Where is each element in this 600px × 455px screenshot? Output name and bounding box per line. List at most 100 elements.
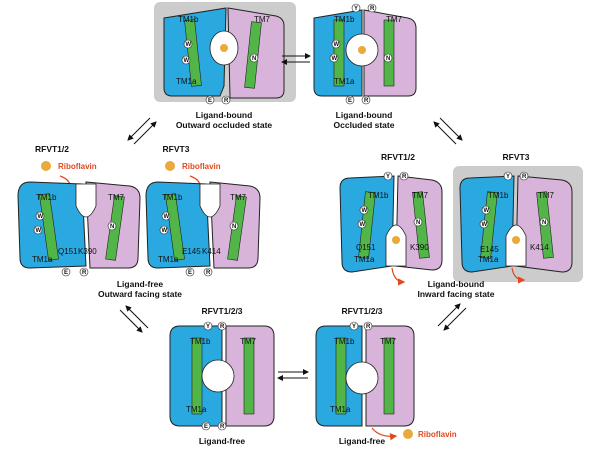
panel-title: RFVT3 [163,144,190,154]
label-tm1b: TM1b [190,337,211,346]
panel-title: RFVT1/2 [35,144,69,154]
residue-e [185,267,195,277]
residue-w [479,219,489,229]
equilibrium-arrow-top-left [127,117,157,145]
residue-r [399,171,409,181]
residue-r-label: R [402,174,407,180]
residue-e [61,267,71,277]
helix-tm1 [184,19,202,87]
residue-y [349,321,359,331]
residue-w [481,205,491,215]
panel-title: RFVT1/2/3 [341,306,382,316]
group-caption-left-line1: Ligand-free [117,279,164,289]
residue-y-label: Y [506,174,510,180]
panel-caption-line1: Ligand-free [339,436,386,446]
helix-tm1 [333,19,345,87]
residue-r [217,321,227,331]
residue-label-k414: K414 [530,243,549,252]
empty-cavity [201,359,235,393]
label-tm1b: TM1b [178,15,199,24]
ligand-release-arrow [371,427,398,441]
panel-rfvt3-outward-facing: RFVT3 Riboflavin TM1b TM7 TM1a W W N E14… [145,144,261,277]
residue-w-label: W [36,228,42,234]
residue-r-label: R [224,98,229,104]
panel-title: RFVT3 [503,152,530,162]
residue-r-label: R [220,324,225,330]
residue-w-label: W [184,58,190,64]
equilibrium-arrow-bottom [277,369,309,381]
label-tm7: TM7 [412,191,429,200]
residue-r [203,267,213,277]
panel-ligand-free-left: RFVT1/2/3 Y R TM1b TM7 TM1a E R Ligand-f… [169,306,275,446]
helix-tm1 [335,337,347,415]
helix-tm7 [383,337,395,415]
residue-e-label: E [208,98,212,104]
group-caption-right-line1: Ligand-bound [428,279,485,289]
label-tm1b: TM1b [162,193,183,202]
helix-tm7 [383,19,395,87]
residue-r [519,171,529,181]
residue-y [203,321,213,331]
helix-tm1 [191,337,203,415]
label-tm7: TM7 [254,15,271,24]
residue-r [367,3,377,13]
residue-w [359,205,369,215]
residue-r-label: R [220,424,225,430]
label-tm7: TM7 [230,193,247,202]
residue-n [413,217,423,227]
residue-r-label: R [364,98,369,104]
residue-r [363,321,373,331]
equilibrium-arrow-top-right [433,117,463,145]
label-tm1a: TM1a [330,405,351,414]
panel-caption-line1: Ligand-bound [336,110,393,120]
label-tm1a: TM1a [334,77,355,86]
residue-e [205,95,215,105]
residue-n [539,217,549,227]
panel-title: RFVT1/2/3 [201,306,242,316]
panel-ligand-free-right: RFVT1/2/3 Y R TM1b TM7 TM1a Riboflavin L… [315,306,457,446]
label-tm1b: TM1b [368,191,389,200]
residue-w-label: W [332,56,338,62]
empty-cavity [345,361,379,395]
label-tm1b: TM1b [36,193,57,202]
helix-tm1 [165,193,185,261]
group-caption-right-line2: Inward facing state [418,289,495,299]
residue-r [221,95,231,105]
label-tm7: TM7 [386,15,403,24]
residue-label-q151: Q151 [58,247,78,256]
label-tm1a: TM1a [186,405,207,414]
residue-w-label: W [186,42,192,48]
residue-n-label: N [386,56,390,62]
residue-r [361,95,371,105]
residue-w-label: W [484,208,490,214]
panel-rfvt12-outward-facing: RFVT1/2 Riboflavin TM1b TM7 TM1a W W N Q… [17,144,141,277]
residue-label-e145: E145 [182,247,201,256]
label-tm1b: TM1b [334,15,355,24]
equilibrium-arrow-bottom-right [437,303,467,331]
residue-y-label: Y [354,6,358,12]
outward-open-cavity [199,183,221,218]
residue-e-label: E [188,270,192,276]
riboflavin-label: Riboflavin [58,162,97,171]
residue-n-label: N [416,220,420,226]
panel-occluded: TM1b TM7 TM1a W W N Y R E R Ligand-bound… [313,3,417,130]
riboflavin-molecule [358,46,366,54]
inward-open-cavity [505,224,527,267]
residue-e [345,95,355,105]
residue-n-label: N [232,224,236,230]
panel-caption-line2: Outward occluded state [176,120,273,130]
panel-rfvt3-inward-facing: RFVT3 Y R TM1b TM7 TM1a W W N E145 K414 [459,152,573,284]
residue-y [351,3,361,13]
residue-y-label: Y [352,324,356,330]
residue-r-label: R [206,270,211,276]
residue-w-label: W [162,228,168,234]
label-tm1a: TM1a [478,255,499,264]
label-tm1b: TM1b [488,191,509,200]
panel-rfvt12-inward-facing: RFVT1/2 Y R TM1b TM7 TM1a W W N Q151 K39… [339,152,443,286]
panel-caption-line2: Occluded state [334,120,395,130]
riboflavin-molecule [392,236,400,244]
group-caption-left-line2: Outward facing state [98,289,182,299]
helix-tm7 [243,337,255,415]
panel-caption-line1: Ligand-bound [196,110,253,120]
